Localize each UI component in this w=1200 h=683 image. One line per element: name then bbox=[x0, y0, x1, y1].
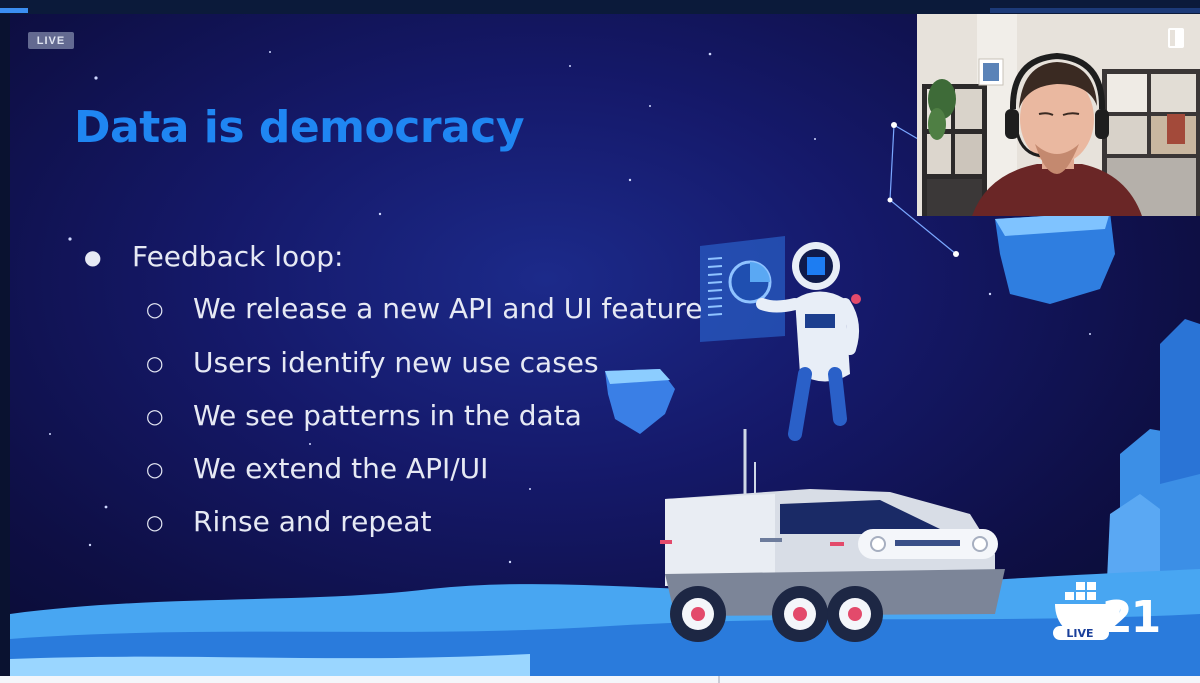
astronaut-illustration bbox=[756, 242, 861, 441]
bullet-marker: ○ bbox=[146, 457, 164, 481]
bullet-marker: ○ bbox=[146, 351, 164, 375]
slide-title: Data is democracy bbox=[74, 102, 525, 153]
floating-rock-right bbox=[995, 212, 1115, 304]
bottom-strip-divider bbox=[718, 676, 720, 683]
top-progress-right bbox=[990, 8, 1200, 13]
hologram-panel bbox=[700, 236, 785, 342]
moon-ground bbox=[10, 569, 1200, 676]
docker-whale-logo bbox=[1053, 582, 1121, 640]
speaker-webcam bbox=[917, 14, 1200, 216]
live-badge: LIVE bbox=[28, 32, 74, 49]
bullet-text: We extend the API/UI bbox=[193, 452, 489, 485]
speaker-person bbox=[972, 52, 1142, 216]
bottom-strip bbox=[0, 676, 1200, 683]
brand-live-word: LIVE bbox=[1066, 627, 1094, 640]
brand-number: 21 bbox=[1102, 592, 1161, 643]
plant-decoration bbox=[928, 79, 956, 140]
bullet-text: We release a new API and UI feature bbox=[193, 292, 703, 325]
bullet-marker: ○ bbox=[146, 297, 164, 321]
bullet-text: Feedback loop: bbox=[132, 240, 344, 273]
stars-decoration bbox=[49, 51, 1091, 564]
rover-illustration bbox=[660, 429, 1005, 642]
floating-rock-small bbox=[605, 369, 675, 434]
bullet-text: We see patterns in the data bbox=[193, 399, 582, 432]
slide-illustration bbox=[10, 51, 1200, 676]
layout-toggle-icon[interactable] bbox=[1168, 28, 1184, 48]
background-shelf-right bbox=[1102, 69, 1200, 216]
bullet-marker: ○ bbox=[146, 510, 164, 534]
bullet-text: Users identify new use cases bbox=[193, 346, 599, 379]
speaker-video-frame bbox=[917, 14, 1200, 216]
bullet-marker: ● bbox=[84, 245, 102, 269]
bullet-text: Rinse and repeat bbox=[193, 505, 432, 538]
top-progress-bar bbox=[0, 0, 1200, 14]
top-progress-left bbox=[0, 8, 28, 13]
bullet-marker: ○ bbox=[146, 404, 164, 428]
